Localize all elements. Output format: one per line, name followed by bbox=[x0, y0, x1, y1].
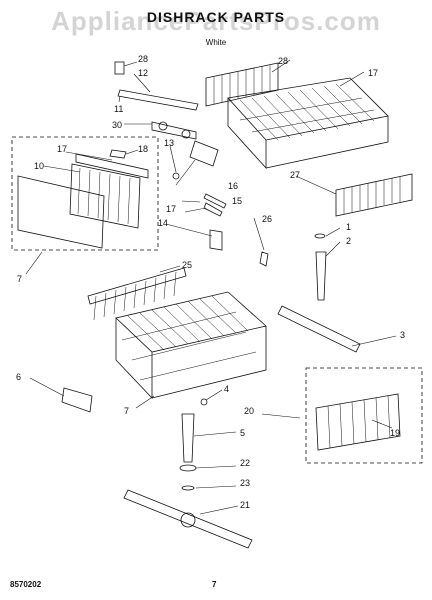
part-16-plate bbox=[189, 140, 219, 167]
part-19-silverware-basket bbox=[315, 393, 401, 451]
callout-3: 3 bbox=[400, 330, 405, 340]
callout-14: 14 bbox=[158, 218, 168, 228]
part-9-door-panel bbox=[17, 175, 105, 249]
callout-22: 21 bbox=[240, 500, 250, 510]
part-28-cup-shelf bbox=[335, 173, 413, 217]
callout-17: 17 bbox=[166, 204, 176, 214]
callout-18: 17 bbox=[368, 68, 378, 78]
part-17-bracket bbox=[203, 202, 223, 217]
callout-10: 10 bbox=[34, 161, 44, 171]
part-15-arm bbox=[203, 193, 227, 209]
callout-7: 7 bbox=[124, 406, 129, 416]
door-assembly-group-box bbox=[11, 136, 159, 251]
color-label: White bbox=[205, 38, 227, 47]
callout-21: 20 bbox=[244, 406, 254, 416]
part-2-tube bbox=[315, 251, 327, 301]
callout-20: 18 bbox=[138, 144, 148, 154]
part-23-ring bbox=[179, 464, 197, 472]
part-18-upper-rack-top bbox=[227, 77, 389, 141]
callout-19-upper: 17 bbox=[57, 144, 67, 154]
callout-25: 28 bbox=[138, 54, 148, 64]
basket-group-box bbox=[305, 367, 423, 464]
callout-2: 2 bbox=[346, 236, 351, 246]
callout-23: 22 bbox=[240, 458, 250, 468]
callout-6: 6 bbox=[16, 372, 21, 382]
part-26-tine-row bbox=[87, 267, 187, 305]
part-13-screw bbox=[172, 172, 180, 180]
part-10-basket-panel bbox=[69, 163, 141, 229]
part-24-washer bbox=[181, 485, 195, 491]
part-25-clip bbox=[114, 61, 125, 75]
callout-26: 25 bbox=[182, 260, 192, 270]
part-20-clip bbox=[109, 149, 127, 159]
part-4-screw bbox=[200, 398, 208, 406]
part-12-rail bbox=[117, 89, 199, 111]
page-title: DISHRACK PARTS bbox=[146, 9, 286, 25]
callout-30: 30 bbox=[112, 120, 122, 130]
part-3-spray-arm bbox=[277, 305, 361, 353]
part-30-bracket bbox=[151, 121, 197, 140]
callout-13: 13 bbox=[164, 138, 174, 148]
part-19-cover bbox=[75, 153, 149, 179]
part-27-clip bbox=[259, 251, 269, 267]
callout-5: 5 bbox=[240, 428, 245, 438]
callout-11: 11 bbox=[114, 104, 123, 114]
callout-9: 7 bbox=[17, 274, 22, 284]
callout-29: 28 bbox=[278, 56, 288, 66]
callout-28: 27 bbox=[290, 170, 300, 180]
callout-1: 1 bbox=[346, 222, 351, 232]
callout-24: 23 bbox=[240, 478, 250, 488]
page-number: 7 bbox=[212, 580, 217, 589]
part-14-adjuster bbox=[209, 229, 223, 251]
callout-12: 12 bbox=[138, 68, 148, 78]
callout-27: 26 bbox=[262, 214, 272, 224]
part-6-wheel-clip bbox=[61, 387, 93, 413]
part-number: 8570202 bbox=[10, 580, 42, 589]
callout-19-lower: 19 bbox=[390, 428, 400, 438]
callout-16: 16 bbox=[228, 181, 238, 191]
watermark: AppliancePartsPros.com bbox=[51, 6, 381, 36]
callout-4: 4 bbox=[224, 384, 229, 394]
callout-15: 15 bbox=[232, 196, 242, 206]
part-1-nut bbox=[314, 233, 326, 239]
part-22-spray-arm bbox=[123, 489, 253, 549]
part-7-lower-rack-top bbox=[115, 291, 267, 353]
part-5-spray-tube bbox=[181, 413, 195, 463]
